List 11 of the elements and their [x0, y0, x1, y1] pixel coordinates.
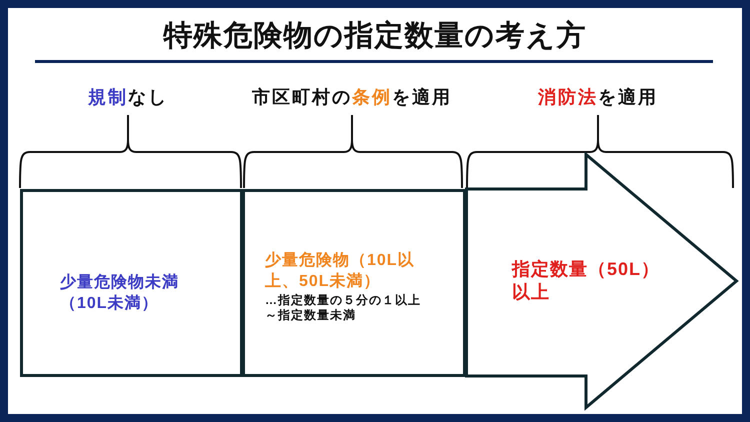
- range-box: [20, 189, 243, 377]
- arrow-shape: [465, 153, 739, 409]
- range-note: …指定数量の５分の１以上～指定数量未満: [265, 292, 422, 324]
- range-text: 指定数量（50L）以上: [512, 258, 662, 304]
- bracket-label: 市区町村の条例を適用: [252, 86, 452, 109]
- bracket-label: 消防法を適用: [538, 86, 658, 109]
- bracket-label: 規制なし: [88, 86, 168, 109]
- title: 特殊危険物の指定数量の考え方: [162, 18, 588, 54]
- range-box: [242, 189, 466, 377]
- range-text: 少量危険物未満（10L未満）: [60, 273, 180, 314]
- range-text: 少量危険物（10L以上、50L未満）: [265, 251, 416, 292]
